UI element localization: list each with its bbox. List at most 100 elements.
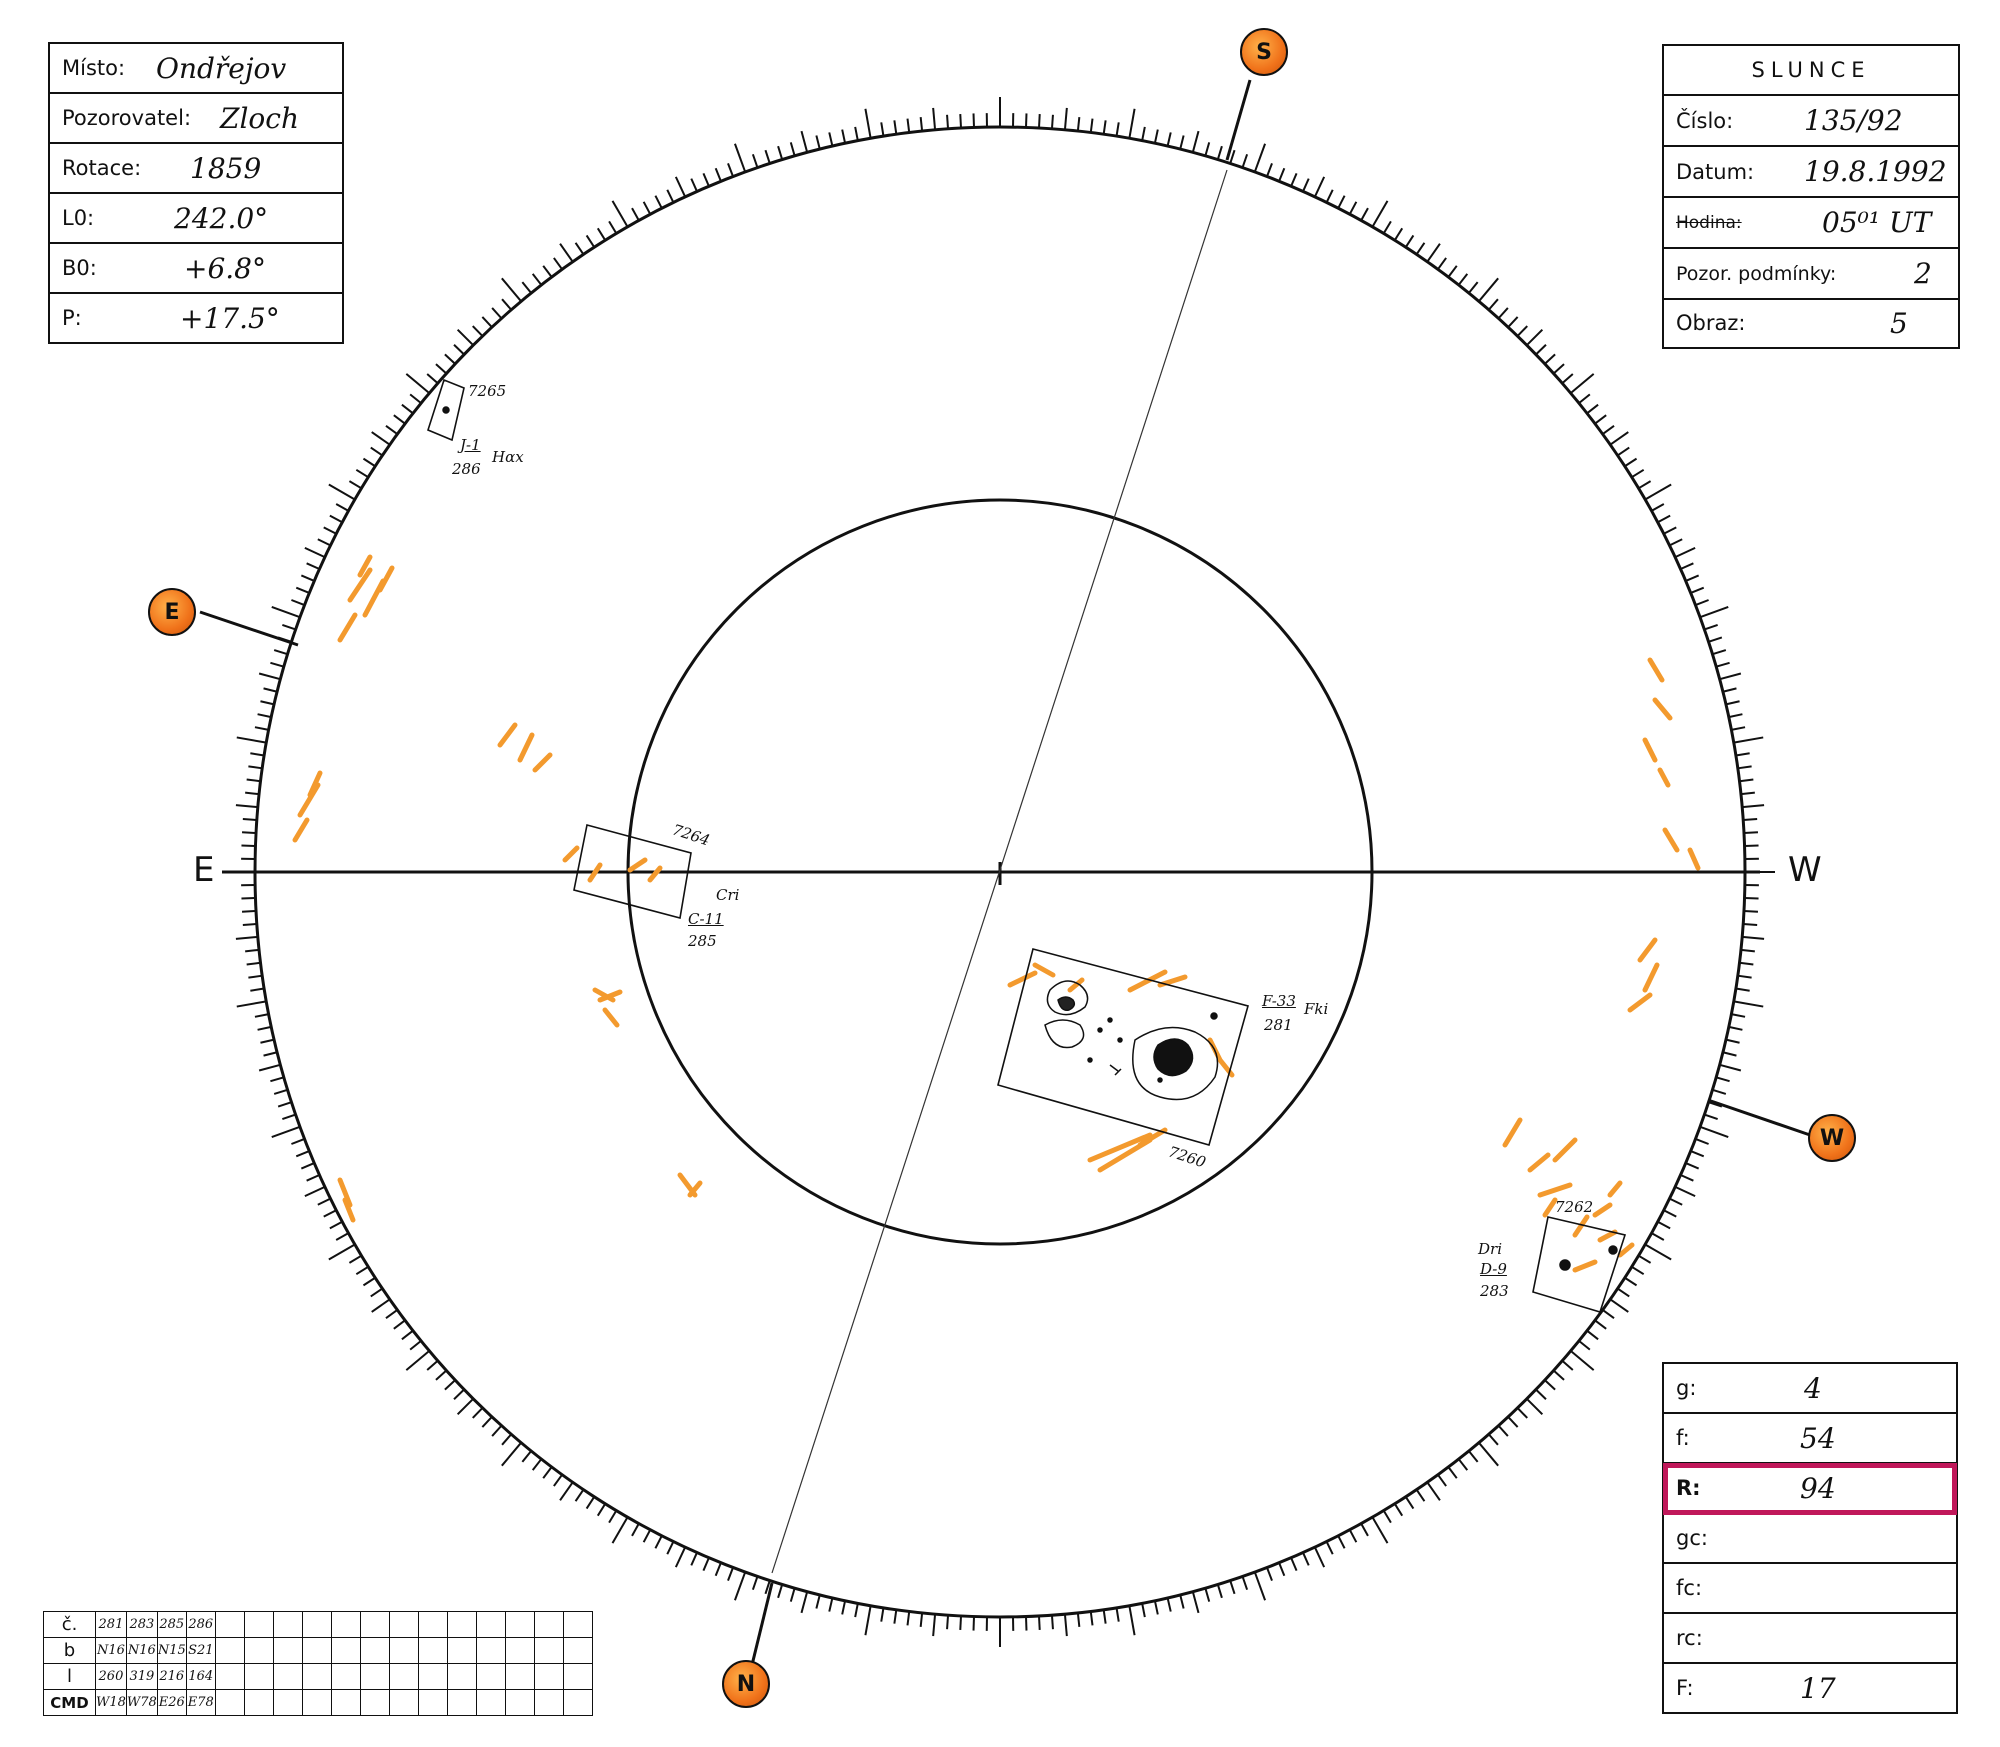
limb-tick bbox=[1704, 1113, 1718, 1121]
limb-tick bbox=[1404, 234, 1415, 248]
group-table-cell bbox=[417, 1663, 448, 1690]
count-row-g: g:4 bbox=[1664, 1364, 1956, 1414]
limb-tick bbox=[559, 1481, 574, 1501]
limb-tick bbox=[1076, 1612, 1081, 1627]
group-table-row-label: l bbox=[43, 1663, 96, 1690]
group-table-cell bbox=[272, 1611, 303, 1638]
limb-tick bbox=[1089, 1611, 1094, 1626]
limb-tick bbox=[1128, 108, 1136, 139]
limb-tick bbox=[751, 1576, 759, 1590]
limb-tick bbox=[1266, 163, 1273, 177]
limb-tick bbox=[1685, 574, 1700, 582]
limb-tick bbox=[1468, 1450, 1479, 1463]
limb-tick bbox=[1715, 661, 1730, 668]
limb-tick bbox=[666, 1541, 675, 1555]
limb-tick bbox=[1204, 1587, 1211, 1602]
group-table-cell bbox=[243, 1663, 274, 1690]
limb-tick bbox=[328, 1243, 356, 1261]
limb-tick bbox=[248, 765, 263, 770]
limb-tick bbox=[257, 713, 272, 719]
limb-tick bbox=[1740, 791, 1755, 796]
limb-tick bbox=[1735, 987, 1750, 992]
limb-tick bbox=[306, 1174, 320, 1182]
count-row-fc: fc: bbox=[1664, 1564, 1956, 1614]
limb-tick bbox=[854, 126, 859, 141]
limb-tick bbox=[1478, 1442, 1499, 1467]
group-number-7262: 7262 bbox=[1555, 1198, 1594, 1216]
limb-tick bbox=[1278, 1562, 1286, 1577]
group-table-cell bbox=[388, 1689, 419, 1716]
limb-tick bbox=[893, 120, 898, 135]
limb-tick bbox=[828, 1597, 834, 1612]
limb-tick bbox=[841, 1600, 847, 1615]
limb-tick bbox=[1478, 277, 1499, 302]
limb-tick bbox=[1325, 189, 1334, 203]
limb-tick bbox=[559, 243, 574, 263]
limb-tick bbox=[273, 649, 288, 656]
limb-tick bbox=[611, 200, 629, 228]
limb-tick bbox=[1179, 1594, 1185, 1609]
limb-tick bbox=[880, 122, 885, 137]
group-table-cell: 216 bbox=[156, 1663, 187, 1690]
group-table-cell bbox=[214, 1611, 245, 1638]
limb-tick bbox=[1063, 1614, 1068, 1637]
group-table-cell: 260 bbox=[95, 1663, 127, 1690]
limb-tick bbox=[596, 1503, 607, 1517]
limb-tick bbox=[585, 234, 596, 248]
limb-tick bbox=[426, 373, 439, 384]
limb-tick bbox=[690, 1552, 698, 1566]
limb-tick bbox=[1657, 1220, 1671, 1230]
group-table-cell: E78 bbox=[185, 1689, 216, 1716]
group-table-cell bbox=[533, 1611, 564, 1638]
label-observer: Pozorovatel: bbox=[62, 106, 192, 130]
limb-tick bbox=[631, 1523, 640, 1537]
limb-tick bbox=[574, 242, 585, 255]
limb-tick bbox=[1115, 1607, 1120, 1622]
limb-tick bbox=[409, 1340, 422, 1351]
value-rotation: 1859 bbox=[190, 151, 262, 185]
label-l0: L0: bbox=[62, 206, 95, 230]
limb-tick bbox=[800, 130, 809, 153]
limb-tick bbox=[248, 974, 263, 979]
group-table-cell bbox=[446, 1663, 477, 1690]
limb-tick bbox=[1624, 457, 1638, 468]
limb-tick bbox=[1102, 1609, 1107, 1624]
limb-tick bbox=[491, 307, 503, 320]
group-table-cell bbox=[475, 1611, 506, 1638]
group-table-cell bbox=[533, 1663, 564, 1690]
limb-tick bbox=[409, 393, 422, 404]
limb-tick bbox=[1617, 1287, 1630, 1298]
group-table-cell bbox=[504, 1611, 535, 1638]
limb-tick bbox=[456, 1398, 474, 1416]
limb-tick bbox=[300, 1162, 315, 1170]
limb-tick bbox=[1415, 242, 1426, 255]
limb-tick bbox=[263, 1051, 278, 1057]
limb-tick bbox=[1313, 176, 1326, 198]
limb-tick bbox=[531, 1458, 543, 1471]
group-table-cell bbox=[330, 1689, 361, 1716]
limb-tick bbox=[1578, 1340, 1591, 1351]
limb-tick bbox=[1415, 1489, 1426, 1502]
limb-tick bbox=[1740, 948, 1755, 953]
limb-tick bbox=[1426, 243, 1441, 263]
limb-tick bbox=[727, 1567, 734, 1581]
limb-tick bbox=[270, 1076, 285, 1083]
count-row-gc: gc: bbox=[1664, 1514, 1956, 1564]
group-table-cell: S21 bbox=[185, 1637, 216, 1664]
group-table-cell bbox=[504, 1689, 535, 1716]
limb-tick bbox=[1037, 1615, 1041, 1631]
group-table-cell: 319 bbox=[125, 1663, 158, 1690]
limb-tick bbox=[370, 1287, 383, 1298]
group-box-7265 bbox=[427, 378, 465, 442]
limb-tick bbox=[1063, 107, 1068, 130]
record-title: SLUNCE bbox=[1751, 58, 1871, 82]
group-table-cell bbox=[446, 1611, 477, 1638]
limb-tick bbox=[674, 176, 687, 198]
limb-tick bbox=[1302, 1552, 1310, 1566]
limb-tick bbox=[642, 201, 652, 215]
limb-tick bbox=[241, 831, 257, 835]
value-r: 94 bbox=[1800, 1471, 1836, 1505]
